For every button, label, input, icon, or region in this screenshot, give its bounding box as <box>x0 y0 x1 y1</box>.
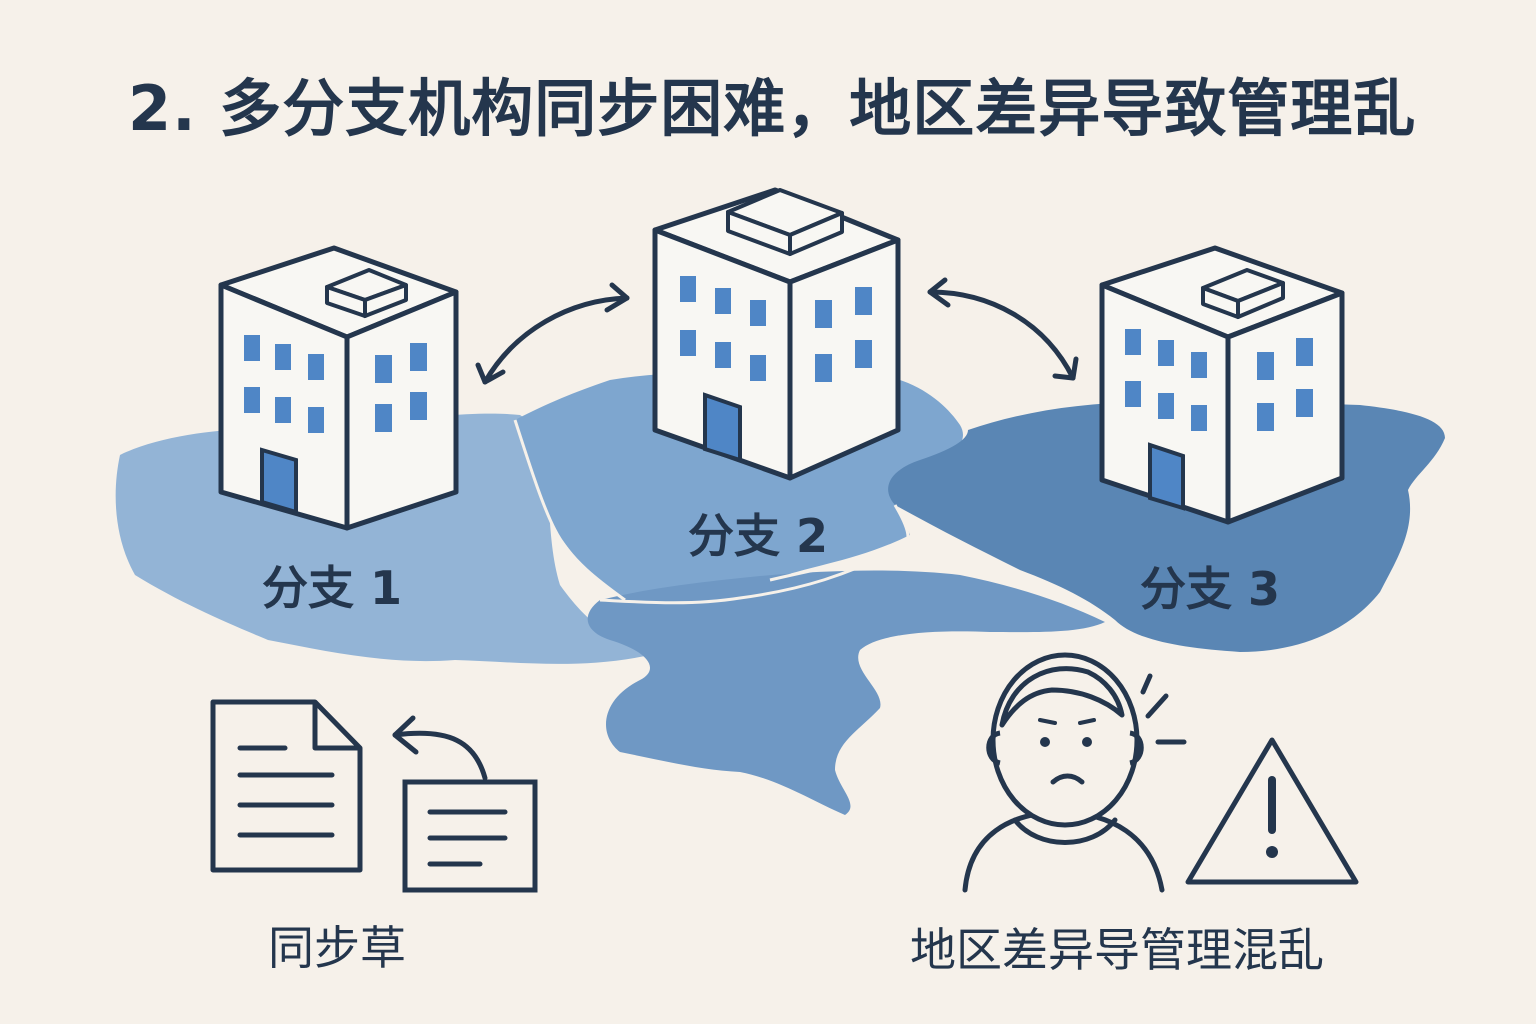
person-icon <box>962 652 1187 893</box>
sync-arrow-right <box>927 289 1076 381</box>
sync-caption: 同步草 <box>268 921 406 975</box>
document-icon-large <box>210 699 363 873</box>
management-caption: 地区差异导管理混乱 <box>910 923 1324 977</box>
building-icon-branch-2 <box>652 187 901 481</box>
document-icon-small <box>402 779 538 893</box>
sync-arrow-right-head-2 <box>1052 356 1079 381</box>
region-lower <box>587 570 1105 815</box>
sync-arrow-left-head-2 <box>475 362 506 385</box>
sync-arrow-left-head-1 <box>604 282 630 313</box>
sync-arrow-right-head-1 <box>927 277 951 308</box>
region-border-3 <box>599 543 906 605</box>
building-icon-branch-3 <box>1099 245 1345 525</box>
branch-3-label: 分支 3 <box>1140 562 1281 616</box>
region-border-1 <box>513 419 626 602</box>
sync-arrow-left <box>482 295 630 385</box>
warning-icon <box>1185 737 1359 885</box>
building-icon-branch-1 <box>218 245 459 531</box>
page-title: 2. 多分支机构同步困难，地区差异导致管理乱 <box>128 72 1417 145</box>
branch-2-label: 分支 2 <box>688 509 829 563</box>
branch-1-label: 分支 1 <box>262 561 403 615</box>
sync-arrow-icon <box>392 715 488 781</box>
